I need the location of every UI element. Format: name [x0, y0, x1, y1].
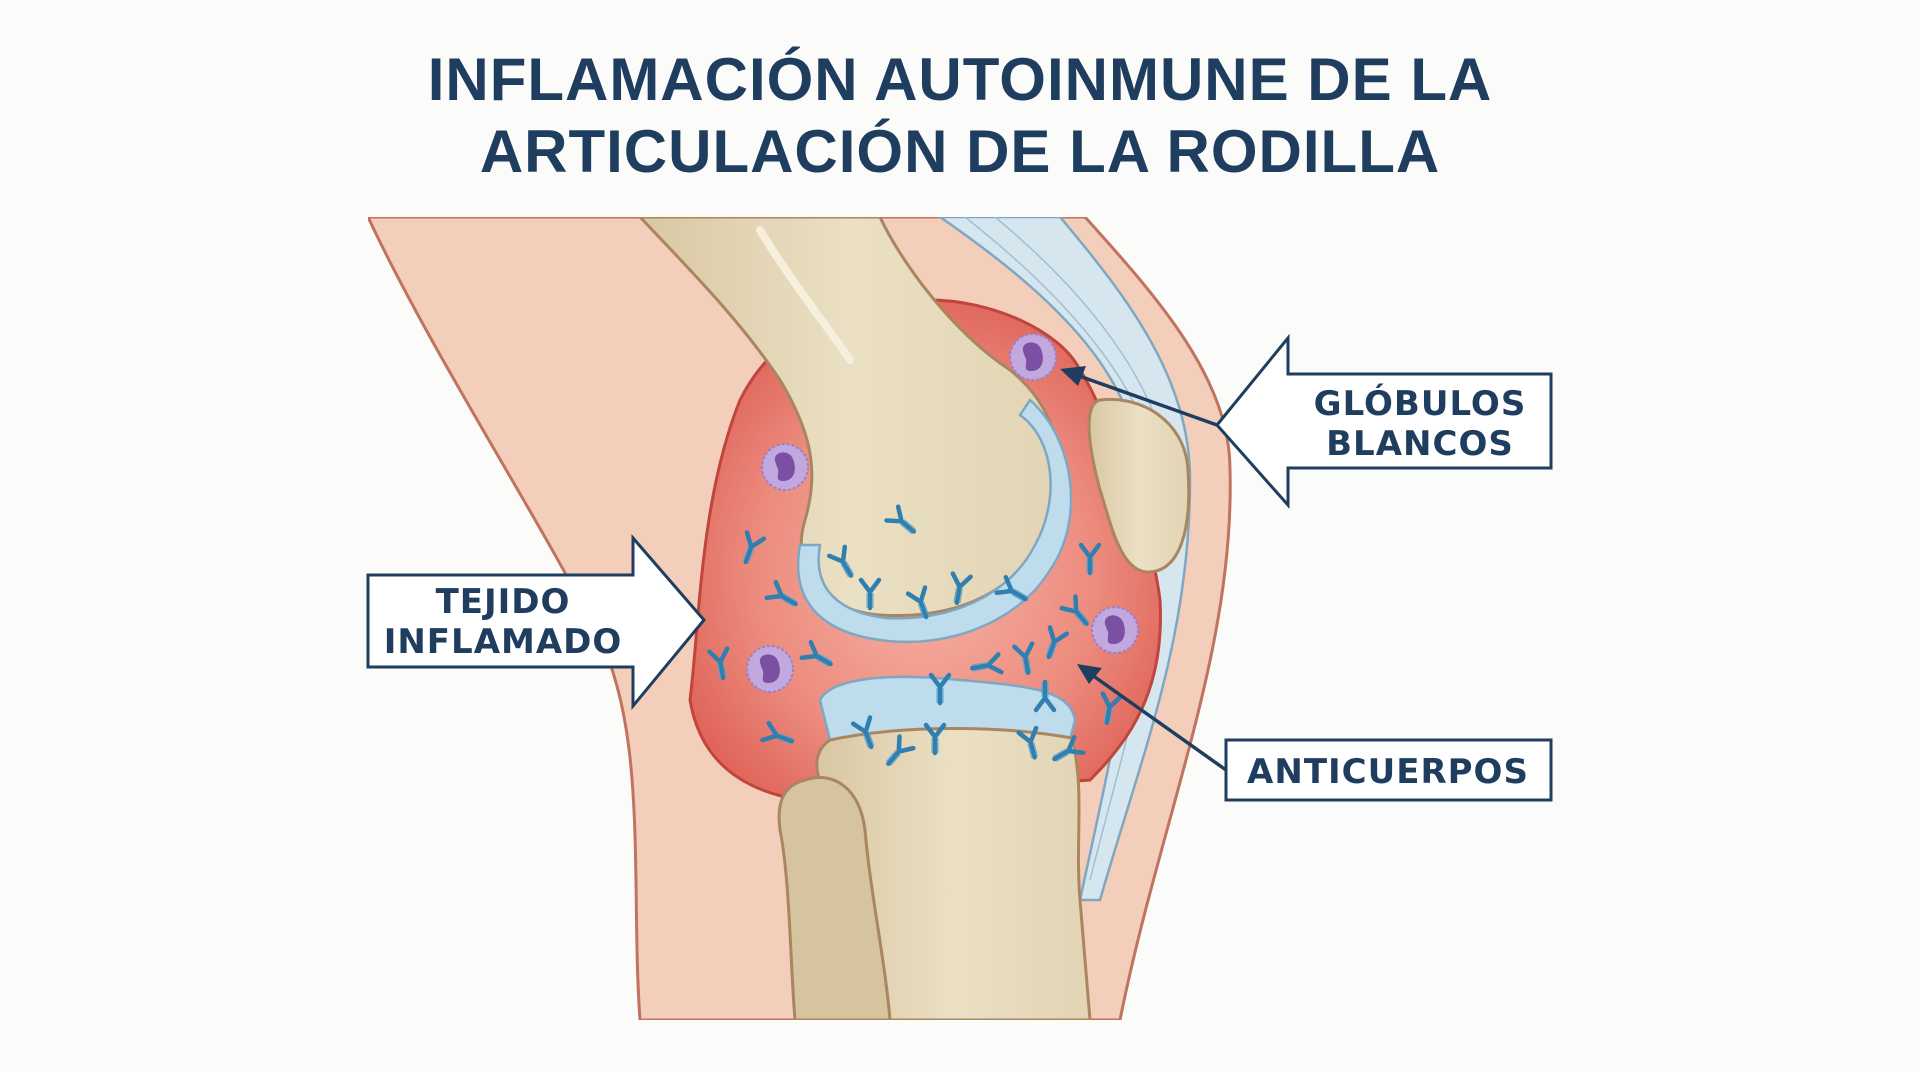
- label-tejido-line1: TEJIDO: [436, 582, 571, 622]
- arrowhead-icon: [1077, 664, 1102, 684]
- antibodies-callout: ANTICUERPOS: [1077, 664, 1553, 802]
- label-globulos-line1: GLÓBULOS: [1314, 383, 1527, 424]
- white-blood-cell: [1091, 606, 1139, 654]
- femoral-cartilage: [796, 398, 1073, 644]
- arrowhead-icon: [1060, 366, 1086, 386]
- femur-bone: [637, 217, 1062, 618]
- leader-line: [1067, 370, 1218, 427]
- title-line-2: ARTICULACIÓN DE LA RODILLA: [479, 118, 1441, 185]
- diagram-title: INFLAMACIÓN AUTOINMUNE DE LA ARTICULACIÓ…: [0, 44, 1920, 188]
- white-blood-cell: [746, 645, 794, 693]
- title-line-1: INFLAMACIÓN AUTOINMUNE DE LA: [427, 46, 1493, 113]
- label-globulos-line2: BLANCOS: [1326, 424, 1514, 464]
- white-blood-cells-callout: GLÓBULOS BLANCOS: [1060, 333, 1553, 509]
- label-anticuerpos: ANTICUERPOS: [1247, 752, 1529, 792]
- leader-line: [1083, 668, 1228, 772]
- patella-bone: [1087, 397, 1191, 574]
- label-tejido-line2: INFLAMADO: [384, 622, 623, 662]
- white-blood-cell: [1009, 333, 1057, 381]
- fibula-bone: [777, 775, 892, 1020]
- white-blood-cell: [761, 443, 809, 491]
- inflamed-tissue-callout: TEJIDO INFLAMADO: [366, 533, 706, 711]
